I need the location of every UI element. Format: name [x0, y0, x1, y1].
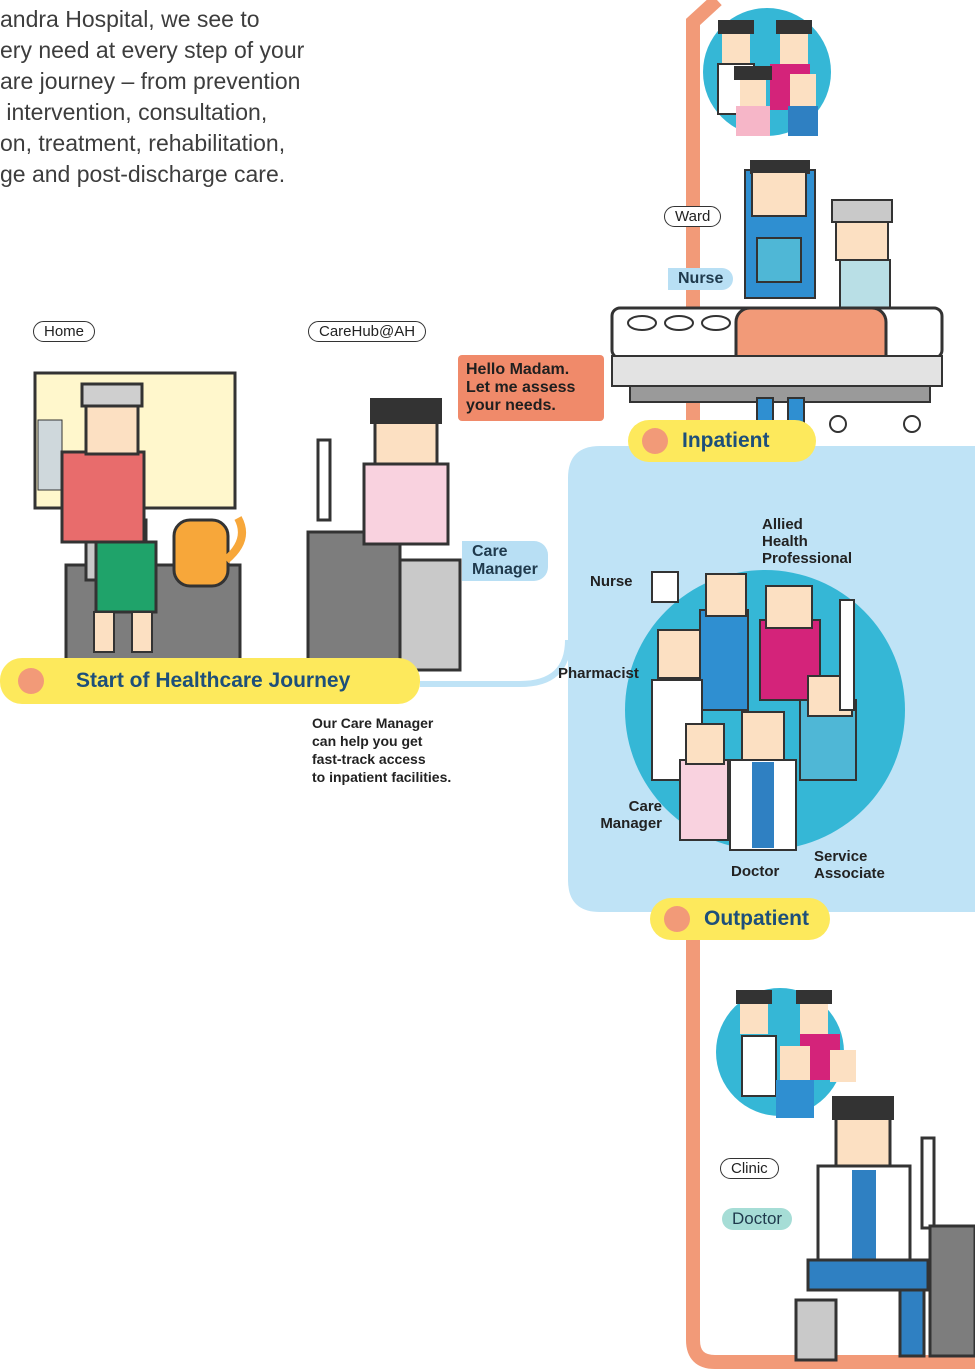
- role-doctor: Doctor: [722, 1208, 793, 1230]
- note-line: Our Care Manager: [312, 715, 434, 731]
- label-service-associate: Service Associate: [814, 848, 885, 882]
- stage-inpatient: Inpatient: [628, 420, 816, 462]
- note-line: can help you get: [312, 733, 423, 749]
- label-doctor: Doctor: [731, 863, 779, 880]
- label-care-manager: Care Manager: [580, 798, 662, 832]
- inpatient-team-illustration: [703, 8, 831, 136]
- label-text: Associate: [814, 865, 885, 882]
- label-text: Health: [762, 533, 808, 550]
- label-allied-health: Allied Health Professional: [762, 516, 852, 567]
- label-pharmacist: Pharmacist: [558, 665, 639, 682]
- stage-outpatient: Outpatient: [650, 898, 830, 940]
- speech-line: your needs.: [466, 397, 556, 414]
- stage-outpatient-label: Outpatient: [704, 907, 809, 930]
- location-clinic: Clinic: [720, 1158, 779, 1179]
- location-home: Home: [33, 321, 96, 342]
- intro-line: andra Hospital, we see to: [0, 6, 260, 32]
- location-carehub: CareHub@AH: [308, 321, 427, 342]
- location-ward: Ward: [664, 206, 722, 227]
- intro-line: ery need at every step of your: [0, 37, 305, 63]
- clinic-doctor-illustration: [794, 1096, 975, 1362]
- stage-start-label: Start of Healthcare Journey: [76, 669, 351, 692]
- carehub-illustration: [306, 398, 462, 674]
- intro-line: are journey – from prevention: [0, 68, 301, 94]
- label-text: Allied: [762, 516, 803, 533]
- label-text: Service: [814, 848, 868, 865]
- stage-dot: [664, 906, 690, 932]
- label-text: Pharmacist: [558, 665, 639, 682]
- stage-inpatient-label: Inpatient: [682, 429, 770, 452]
- journey-path: [686, 0, 975, 1369]
- intro-line: ge and post-discharge care.: [0, 161, 286, 187]
- stage-dot: [642, 428, 668, 454]
- connector-line: [420, 639, 571, 687]
- role-line: Care: [472, 543, 508, 560]
- note-line: to inpatient facilities.: [312, 769, 452, 785]
- speech-bubble: Hello Madam. Let me assess your needs.: [458, 355, 604, 421]
- label-text: Care: [628, 798, 662, 815]
- speech-line: Let me assess: [466, 379, 576, 396]
- label-text: Nurse: [590, 573, 633, 590]
- home-illustration: [33, 371, 246, 667]
- note-line: fast-track access: [312, 751, 426, 767]
- stage-start: Start of Healthcare Journey: [0, 658, 420, 704]
- label-text: Manager: [600, 815, 662, 832]
- label-nurse: Nurse: [590, 573, 633, 590]
- stage-dot: [18, 668, 44, 694]
- role-nurse: Nurse: [668, 268, 734, 290]
- intro-line: on, treatment, rehabilitation,: [0, 130, 286, 156]
- label-text: Doctor: [731, 863, 780, 880]
- speech-line: Hello Madam.: [466, 361, 570, 378]
- clinic-team-illustration: [716, 988, 856, 1118]
- care-manager-note: Our Care Manager can help you get fast-t…: [312, 714, 451, 786]
- role-care-manager: Care Manager: [462, 541, 548, 581]
- role-line: Manager: [472, 561, 538, 578]
- ward-illustration: [610, 160, 944, 433]
- intro-line: intervention, consultation,: [0, 99, 268, 125]
- outpatient-team-illustration: [625, 570, 905, 851]
- label-text: Professional: [762, 550, 853, 567]
- intro-paragraph: andra Hospital, we see to ery need at ev…: [0, 4, 390, 190]
